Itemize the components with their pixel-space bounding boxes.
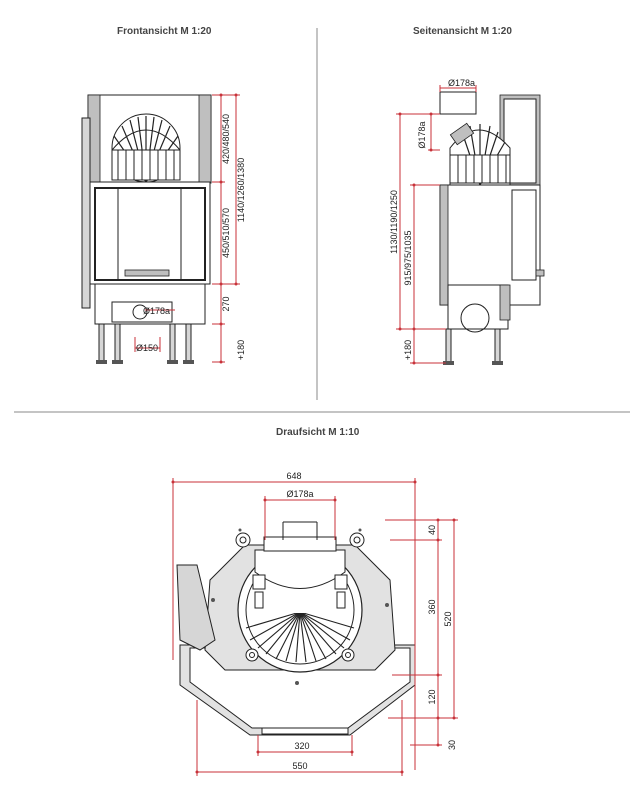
side-view-drawing: [396, 85, 545, 365]
side-dim-total: 1130/1190/1250: [389, 190, 399, 254]
front-dim-base: 270: [221, 296, 231, 311]
side-view-title: Seitenansicht M 1:20: [413, 26, 512, 37]
front-dim-door: 450/510/570: [221, 208, 231, 258]
front-dim-leg: +180: [236, 340, 246, 360]
top-view-drawing: [171, 478, 458, 776]
top-depth-total: 520: [443, 611, 453, 626]
top-depth-d: 30: [447, 740, 457, 750]
side-dim-body: 915/975/1035: [403, 230, 413, 285]
top-depth-c: 120: [427, 689, 437, 704]
side-top-diameter: Ø178a: [448, 78, 475, 88]
front-view-title: Frontansicht M 1:20: [117, 26, 212, 37]
top-width-front: 550: [292, 761, 307, 771]
front-dim-top: 420/480/540: [221, 114, 231, 164]
top-depth-a: 40: [427, 525, 437, 535]
top-depth-b: 360: [427, 599, 437, 614]
front-flue-diameter: Ø178a: [143, 306, 170, 316]
side-dim-leg: +180: [403, 340, 413, 360]
top-width-total: 648: [286, 471, 301, 481]
top-flue-diameter: Ø178a: [286, 489, 313, 499]
front-view-drawing: [81, 93, 240, 364]
front-air-diameter: Ø150: [136, 343, 158, 353]
front-dim-total: 1140/1260/1380: [236, 158, 246, 222]
side-left-diameter: Ø178a: [417, 121, 427, 148]
top-width-glass: 320: [294, 741, 309, 751]
top-view-title: Draufsicht M 1:10: [276, 427, 360, 438]
